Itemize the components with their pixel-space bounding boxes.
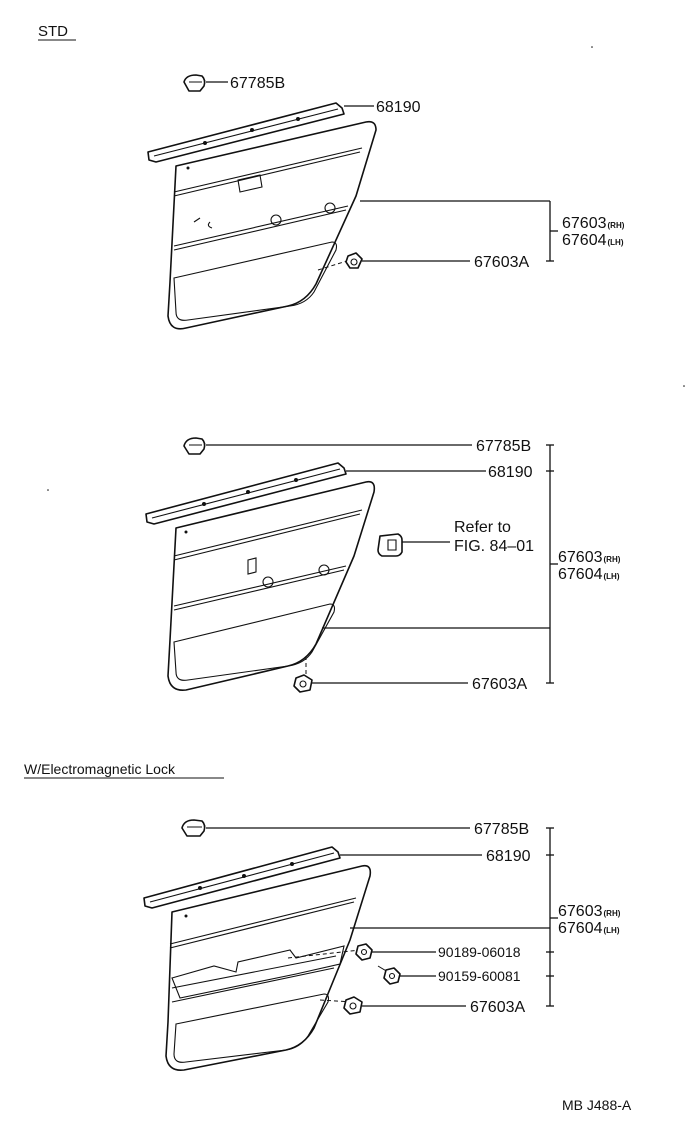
clip-part [183,437,206,455]
door-trim-board [167,480,376,692]
label-68190: 68190 [488,464,533,481]
fastener-part [343,996,363,1015]
label-68190: 68190 [486,848,531,865]
weatherstrip-part [143,846,341,909]
label-90159-60081: 90159-60081 [438,968,521,984]
section-electromagnetic: W/Electromagnetic Lock 67785B 68190 [24,761,621,1072]
switch-part [377,533,403,557]
label-67604: 67604(LH) [562,232,624,249]
clip-part [181,819,206,837]
bolt-part [377,965,401,985]
label-67604: 67604(LH) [558,566,620,583]
label-67603a: 67603A [472,676,527,693]
fastener-part [345,252,363,269]
door-trim-board [165,864,372,1072]
section-std: STD 67785B 68190 [38,23,625,330]
speck [47,489,49,491]
weatherstrip-part [145,462,347,525]
label-67603a: 67603A [474,254,529,271]
label-67604: 67604(LH) [558,920,620,937]
section-heading-std: STD [38,23,68,40]
label-68190: 68190 [376,99,421,116]
refer-text-line2: FIG. 84–01 [454,538,534,555]
speck [591,46,593,48]
footer-code: MB J488-A [562,1097,632,1113]
label-67603: 67603(RH) [558,903,621,920]
weatherstrip-part [147,102,345,163]
dashed-guide [317,259,351,271]
dashed-guide [319,999,353,1003]
dashed-guide [287,949,361,959]
door-trim-board [167,120,377,330]
clip-part [183,74,206,92]
label-67785b: 67785B [476,438,531,455]
section-heading-electromagnetic: W/Electromagnetic Lock [24,761,176,777]
refer-text-line1: Refer to [454,519,511,536]
label-67785b: 67785B [230,75,285,92]
label-67603: 67603(RH) [562,215,625,232]
bolt-part [355,943,373,961]
speck [683,385,685,387]
label-67785b: 67785B [474,821,529,838]
label-67603: 67603(RH) [558,549,621,566]
section-std-variant: 67785B 68190 [145,437,621,693]
label-67603a: 67603A [470,999,525,1016]
label-90189-06018: 90189-06018 [438,944,521,960]
fastener-part [293,674,313,693]
